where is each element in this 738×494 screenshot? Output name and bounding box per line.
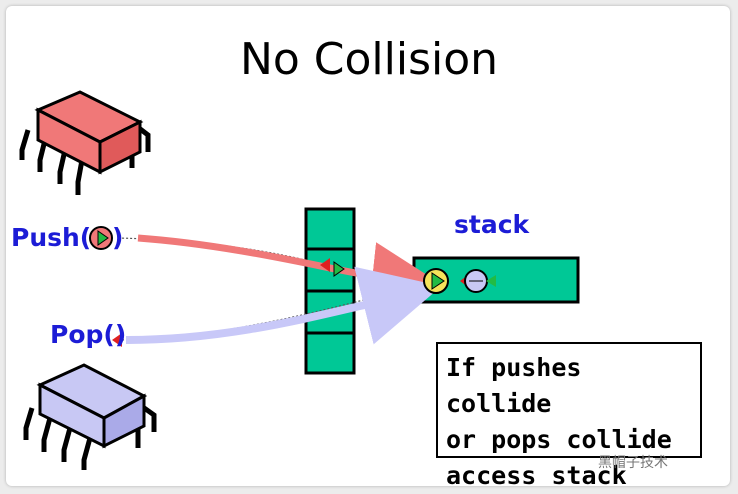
slide-title: No Collision <box>239 34 499 85</box>
pop-dashed-line <box>117 284 421 341</box>
stack-label: stack <box>454 210 530 239</box>
stack-items-icon <box>423 268 496 294</box>
push-value-ball-icon <box>89 226 113 250</box>
pop-thread-chip-icon <box>23 363 157 470</box>
push-thread-chip-icon <box>19 90 151 195</box>
collision-note: If pushes collide or pops collide access… <box>436 342 702 490</box>
pop-label: Pop() <box>50 320 127 349</box>
elimination-array <box>304 207 356 375</box>
collision-markers-icon <box>320 258 345 277</box>
pop-arrow <box>125 266 442 345</box>
watermark: 黑帽子技术 <box>598 455 668 471</box>
pop-pointer-icon <box>112 333 122 347</box>
push-arrow <box>137 234 442 312</box>
push-label-close: ) <box>112 223 124 252</box>
push-label: Push( <box>11 223 92 252</box>
